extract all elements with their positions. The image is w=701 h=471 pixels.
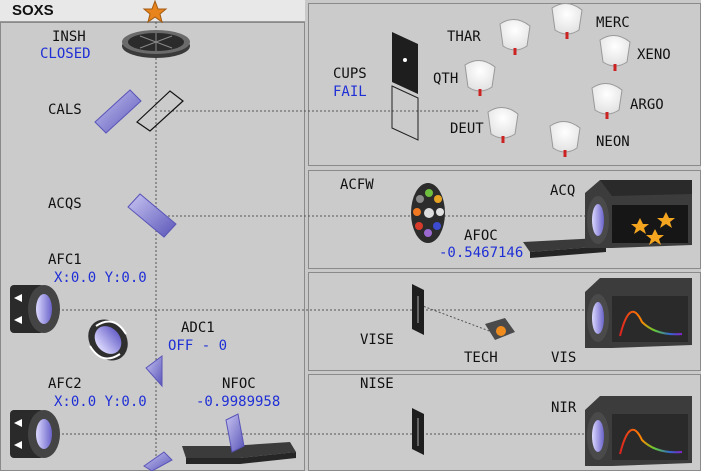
tech-label: TECH: [464, 350, 498, 366]
calibration-panel: [308, 3, 701, 166]
insh-value: CLOSED: [40, 46, 91, 62]
nir-label: NIR: [551, 400, 577, 416]
cups-label: CUPS: [333, 66, 367, 82]
afoc-value: -0.5467146: [439, 245, 524, 261]
afoc-label: AFOC: [464, 228, 498, 244]
afc1-value: X:0.0 Y:0.0: [54, 270, 147, 286]
afc1-label: AFC1: [48, 252, 82, 268]
lamp-label-merc: MERC: [596, 15, 630, 31]
cups-value: FAIL: [333, 84, 367, 100]
vis-label: VIS: [551, 350, 577, 366]
lamp-label-deut: DEUT: [450, 121, 484, 137]
vis-panel: [308, 272, 701, 371]
afc2-label: AFC2: [48, 376, 82, 392]
title-bar: SOXS: [0, 0, 305, 22]
lamp-label-xeno: XENO: [637, 47, 671, 63]
insh-label: INSH: [52, 29, 86, 45]
afc2-value: X:0.0 Y:0.0: [54, 394, 147, 410]
nise-label: NISE: [360, 376, 394, 392]
lamp-label-thar: THAR: [447, 29, 481, 45]
adc1-label: ADC1: [181, 320, 215, 336]
acq-label: ACQ: [550, 183, 576, 199]
nfoc-label: NFOC: [222, 376, 256, 392]
lamp-label-qth: QTH: [433, 71, 459, 87]
lamp-label-neon: NEON: [596, 134, 630, 150]
acfw-label: ACFW: [340, 177, 374, 193]
adc1-value: OFF - 0: [168, 338, 228, 354]
vise-label: VISE: [360, 332, 394, 348]
acqs-label: ACQS: [48, 196, 82, 212]
nfoc-value: -0.9989958: [196, 394, 281, 410]
window-title: SOXS: [12, 2, 54, 19]
cals-label: CALS: [48, 102, 82, 118]
lamp-label-argo: ARGO: [630, 97, 664, 113]
